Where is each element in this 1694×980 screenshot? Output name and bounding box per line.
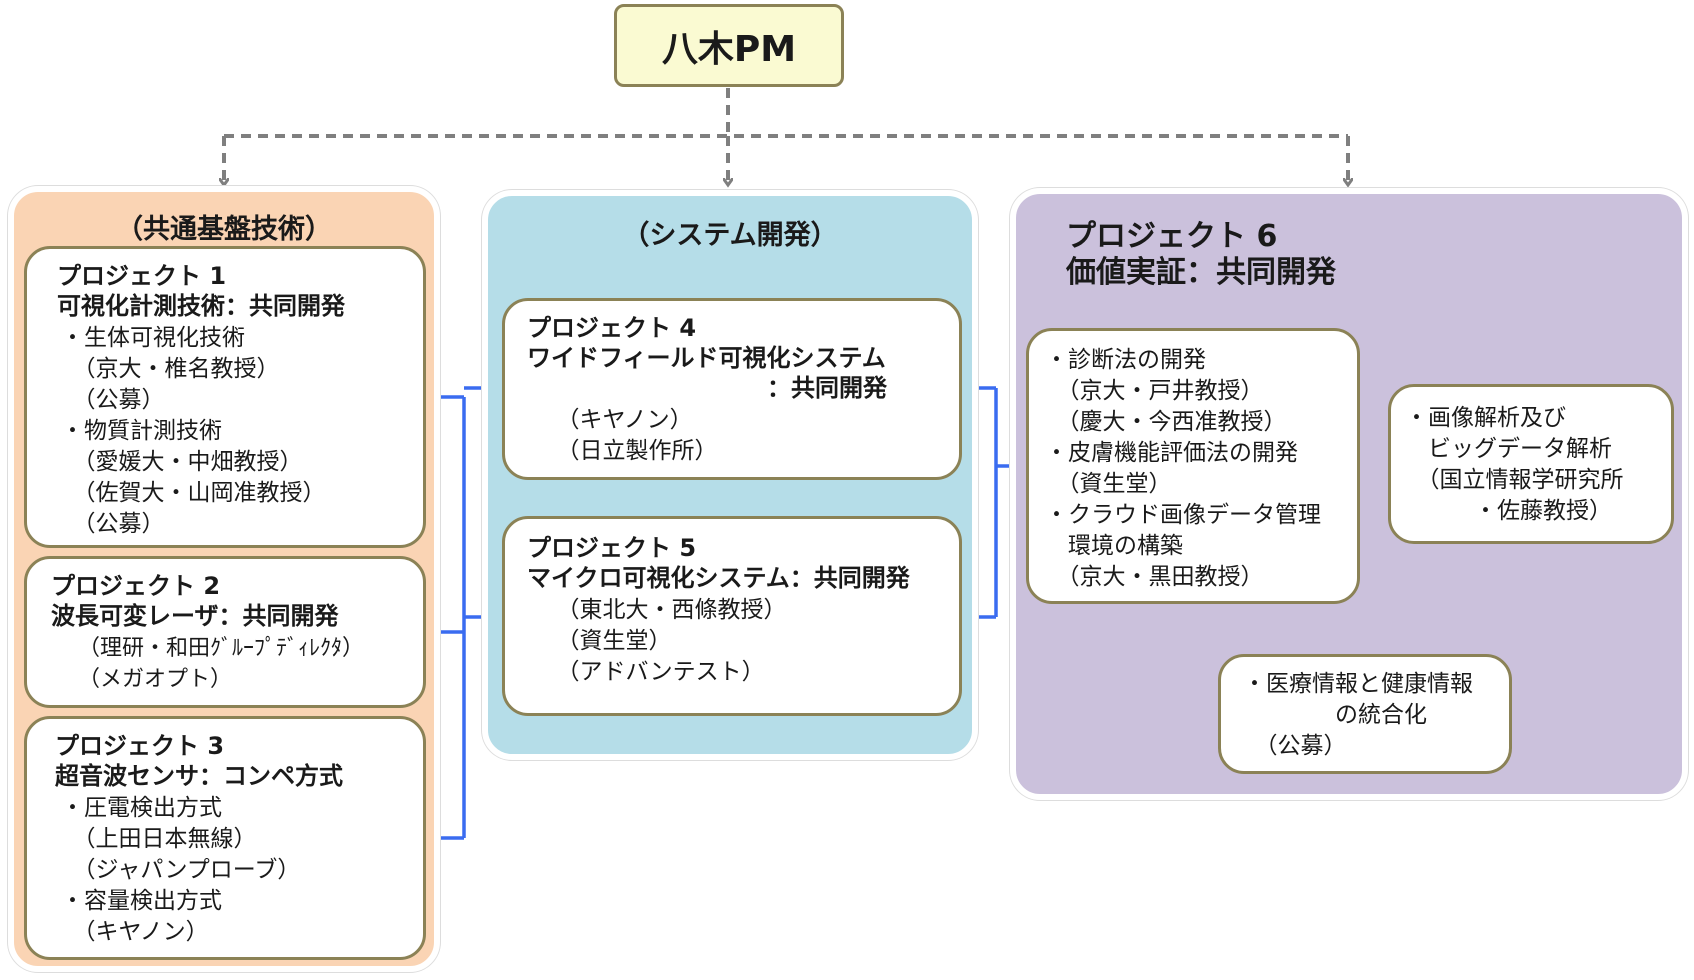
project2-line1: プロジェクト 2 <box>51 572 221 600</box>
project2-box: プロジェクト 2 波長可変レーザ：共同開発 （理研・和田ｸﾞﾙｰﾌﾟﾃﾞｨﾚｸﾀ… <box>24 556 426 708</box>
project5-line1: プロジェクト 5 <box>527 534 697 562</box>
project1-line1: プロジェクト 1 <box>57 262 227 290</box>
project4-line3: ：共同開発 <box>527 374 887 402</box>
project6-medical-integration-box: ・医療情報と健康情報 の統合化 （公募） <box>1218 654 1512 774</box>
project4-box: プロジェクト 4 ワイドフィールド可視化システム ：共同開発 （キヤノン） （日… <box>502 298 962 480</box>
project6-diagnosis-box: ・診断法の開発 （京大・戸井教授） （慶大・今西准教授） ・皮膚機能評価法の開発… <box>1026 328 1360 604</box>
panel-system-title: （システム開発） <box>622 220 838 251</box>
project2-line2: 波長可変レーザ：共同開発 <box>51 602 339 630</box>
project3-line1: プロジェクト 3 <box>55 732 225 760</box>
project1-box: プロジェクト 1 可視化計測技術：共同開発 ・生体可視化技術 （京大・椎名教授）… <box>24 246 426 548</box>
panel-common-title: （共通基盤技術） <box>116 214 332 245</box>
project3-box: プロジェクト 3 超音波センサ：コンペ方式 ・圧電検出方式 （上田日本無線） （… <box>24 716 426 960</box>
project6-image-analysis-body: ・画像解析及び ビッグデータ解析 （国立情報学研究所 ・佐藤教授） <box>1405 405 1624 524</box>
project4-line1: プロジェクト 4 <box>527 314 697 342</box>
project6-image-analysis-box: ・画像解析及び ビッグデータ解析 （国立情報学研究所 ・佐藤教授） <box>1388 384 1674 544</box>
project1-body: ・生体可視化技術 （京大・椎名教授） （公募） ・物質計測技術 （愛媛大・中畑教… <box>61 325 326 537</box>
project3-body: ・圧電検出方式 （上田日本無線） （ジャパンプローブ） ・容量検出方式 （キヤノ… <box>61 795 301 945</box>
project1-line2: 可視化計測技術：共同開発 <box>57 292 345 320</box>
pm-fanout-connector <box>224 88 1348 184</box>
project6-diagnosis-body: ・診断法の開発 （京大・戸井教授） （慶大・今西准教授） ・皮膚機能評価法の開発… <box>1045 347 1321 590</box>
project5-body: （東北大・西條教授） （資生堂） （アドバンテスト） <box>568 597 787 685</box>
project6-medical-integration-body: ・医療情報と健康情報 の統合化 （公募） <box>1243 671 1473 759</box>
project2-body: （理研・和田ｸﾞﾙｰﾌﾟﾃﾞｨﾚｸﾀ） （メガオプト） <box>89 636 365 692</box>
project4-body: （キヤノン） （日立製作所） <box>568 407 718 464</box>
project6-title-line1: プロジェクト 6 <box>1066 219 1278 254</box>
project3-line2: 超音波センサ：コンペ方式 <box>55 762 343 790</box>
project5-line2: マイクロ可視化システム：共同開発 <box>527 564 910 592</box>
project6-title-line2: 価値実証：共同開発 <box>1066 255 1336 290</box>
pm-label: 八木PM <box>661 28 797 70</box>
project4-line2: ワイドフィールド可視化システム <box>527 344 886 372</box>
project5-box: プロジェクト 5 マイクロ可視化システム：共同開発 （東北大・西條教授） （資生… <box>502 516 962 716</box>
pm-box: 八木PM <box>614 4 844 87</box>
